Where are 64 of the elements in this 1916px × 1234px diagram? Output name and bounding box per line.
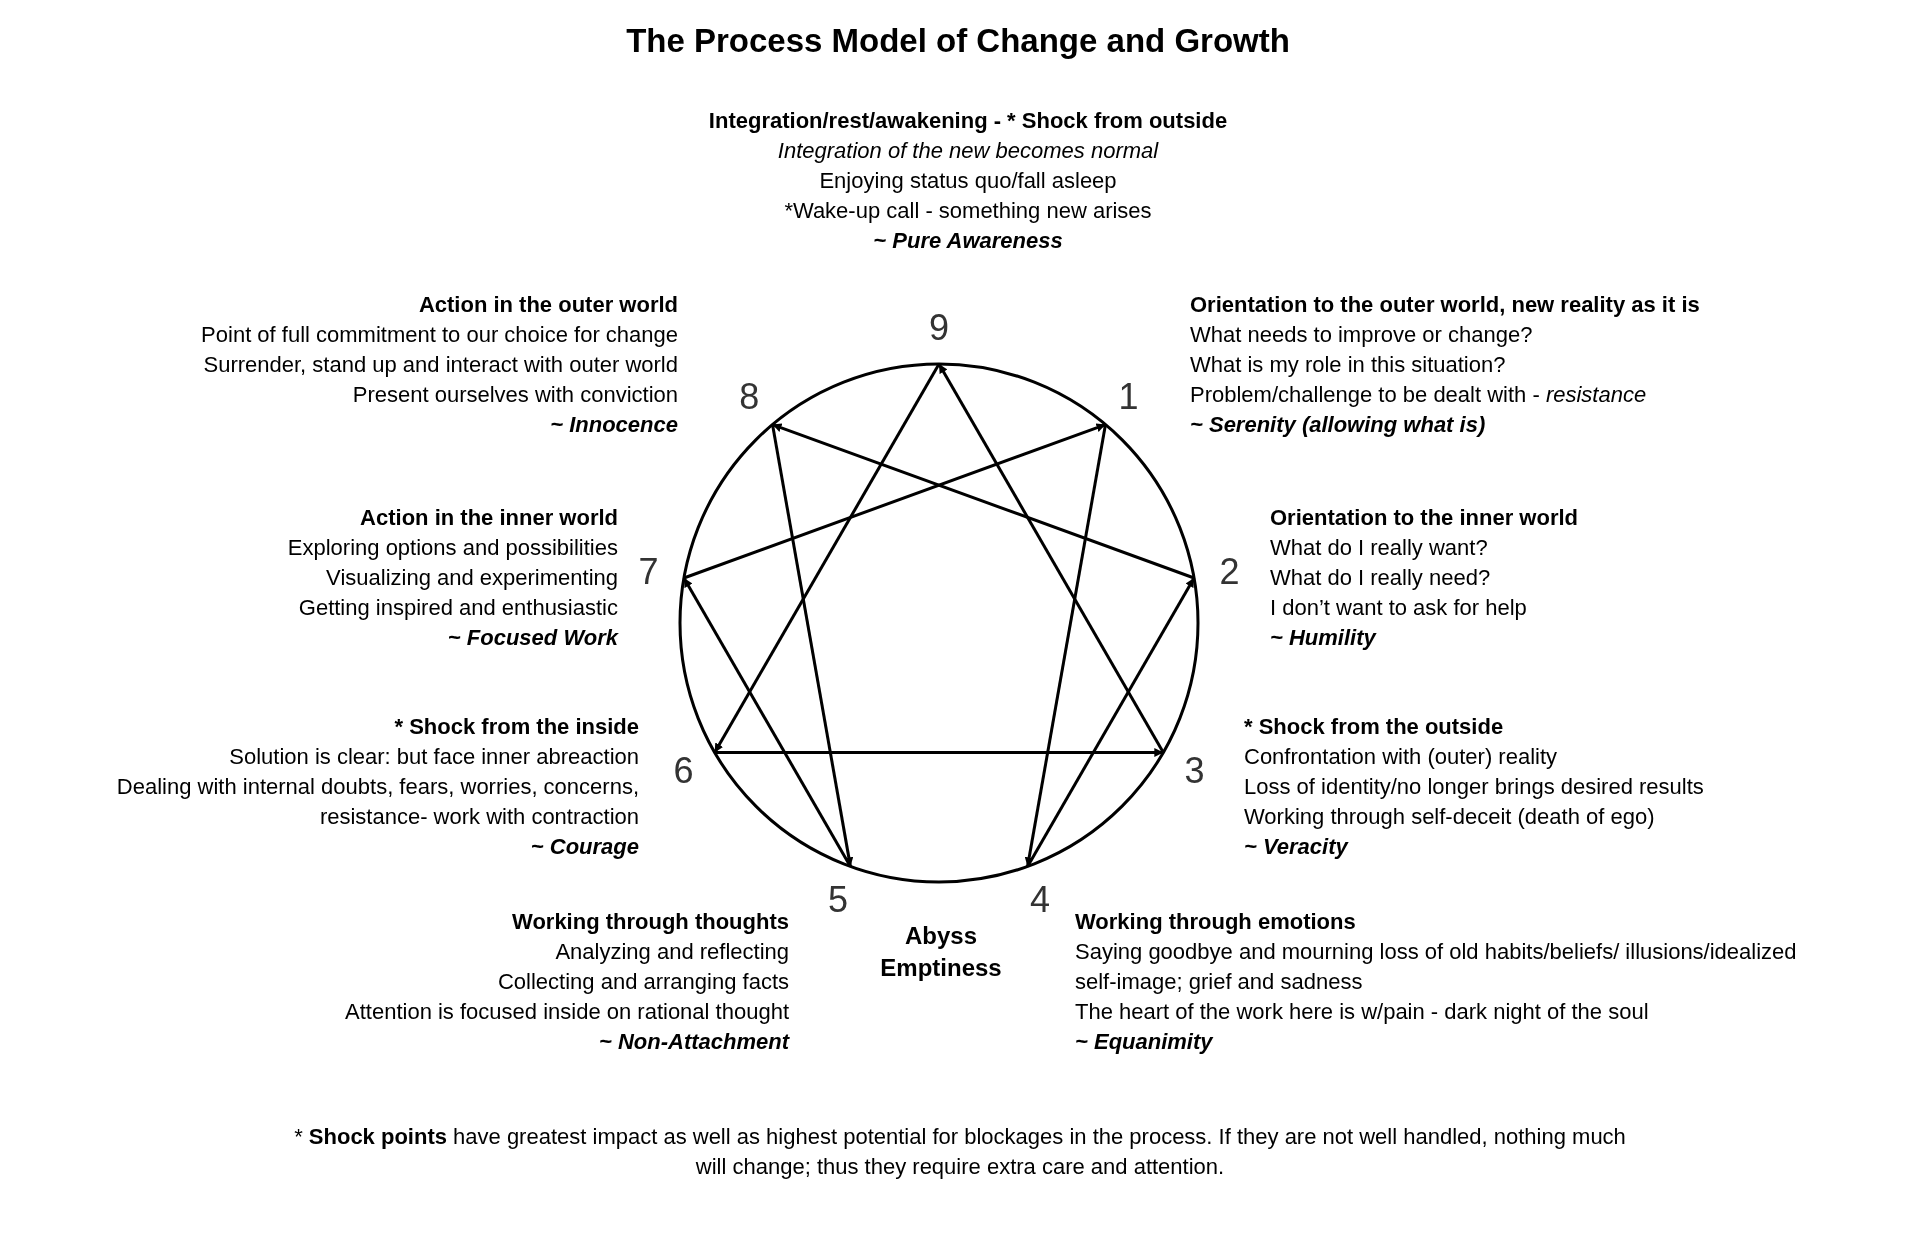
virtue-label: ~ Serenity (allowing what is) — [1190, 411, 1487, 439]
stage-description: Problem/challenge to be dealt with - resistance — [1190, 381, 1648, 409]
stage-description: Working through self-deceit (death of ego) — [1244, 803, 1656, 831]
stage-description: Present ourselves with conviction — [351, 381, 678, 409]
footnote: *Shock points have greatest impact as well as highest potential for blockages in the process. If they are not well handled, nothing much will change; thus they require extra care and attention. — [293, 1123, 1627, 1181]
stage-heading: Orientation to the inner world — [1270, 504, 1578, 532]
arrow — [937, 363, 1165, 754]
stage-description: Analyzing and reflecting — [554, 938, 789, 966]
point-number: 7 — [638, 551, 659, 592]
stage-heading: Working through emotions — [1075, 908, 1357, 936]
arrow — [1026, 577, 1196, 868]
arrow — [772, 423, 1195, 580]
stage-description: Point of full commitment to our choice for change — [201, 321, 678, 349]
stage-description: Loss of identity/no longer brings desired results — [1244, 773, 1704, 801]
virtue-label: ~ Non-Attachment — [597, 1028, 789, 1056]
point-number: 4 — [1029, 880, 1050, 921]
virtue-label: ~ Innocence — [549, 411, 678, 439]
stage-heading: Action in the outer world — [417, 291, 678, 319]
stage-description: What do I really need? — [1270, 564, 1492, 592]
arrow — [683, 423, 1106, 580]
arrow — [771, 424, 854, 867]
stage-description: Confrontation with (outer) reality — [1244, 743, 1559, 771]
title: The Process Model of Change and Growth — [625, 21, 1291, 61]
stage-description: Collecting and arranging facts — [496, 968, 789, 996]
stage-heading: Action in the inner world — [359, 504, 618, 532]
virtue-label: ~ Veracity — [1244, 833, 1350, 861]
stage-heading: Integration/rest/awakening - * Shock from outside — [707, 107, 1229, 135]
arrow — [682, 577, 852, 868]
stage-description: Dealing with internal doubts, fears, worries, concerns, resistance- work with contraction — [115, 773, 639, 831]
center-label: Abyss Emptiness — [879, 921, 1003, 983]
stage-description: I don’t want to ask for help — [1270, 594, 1528, 622]
stage-description: *Wake-up call - something new arises — [783, 197, 1153, 225]
stage-heading: Orientation to the outer world, new reality as it is — [1190, 291, 1700, 319]
stage-heading: * Shock from the inside — [393, 713, 639, 741]
point-number: 2 — [1219, 551, 1240, 592]
point-number: 8 — [739, 377, 760, 417]
virtue-label: ~ Humility — [1270, 624, 1378, 652]
stage-description: What do I really want? — [1270, 534, 1489, 562]
stage-heading: Working through thoughts — [511, 908, 789, 936]
virtue-label: ~ Courage — [529, 833, 639, 861]
stage-description: Saying goodbye and mourning loss of old habits/beliefs/ illusions/idealized self-image; grief and sadness — [1075, 938, 1798, 996]
point-number: 5 — [828, 880, 849, 921]
stage-description: Getting inspired and enthusiastic — [297, 594, 618, 622]
stage-description: Surrender, stand up and interact with outer world — [202, 351, 678, 379]
point-number: 3 — [1184, 750, 1205, 791]
stage-description: Integration of the new becomes normal — [776, 137, 1160, 165]
arrow — [713, 363, 941, 754]
stage-description: The heart of the work here is w/pain - dark night of the soul — [1075, 998, 1650, 1026]
stage-description: What is my role in this situation? — [1190, 351, 1507, 379]
stage-description: Solution is clear: but face inner abreaction — [228, 743, 639, 771]
point-number: 9 — [929, 308, 949, 348]
point-number: 1 — [1118, 377, 1139, 417]
arrow — [1024, 424, 1107, 867]
stage-heading: * Shock from the outside — [1244, 713, 1505, 741]
arrow — [714, 748, 1164, 757]
stage-description: Exploring options and possibilities — [287, 534, 618, 562]
virtue-label: ~ Focused Work — [446, 624, 618, 652]
virtue-label: ~ Equanimity — [1075, 1028, 1214, 1056]
virtue-label: ~ Pure Awareness — [872, 227, 1064, 255]
stage-description: What needs to improve or change? — [1190, 321, 1534, 349]
stage-description: Enjoying status quo/fall asleep — [818, 167, 1118, 195]
stage-description: Visualizing and experimenting — [325, 564, 618, 592]
point-number: 6 — [673, 750, 694, 791]
stage-description: Attention is focused inside on rational thought — [345, 998, 789, 1026]
